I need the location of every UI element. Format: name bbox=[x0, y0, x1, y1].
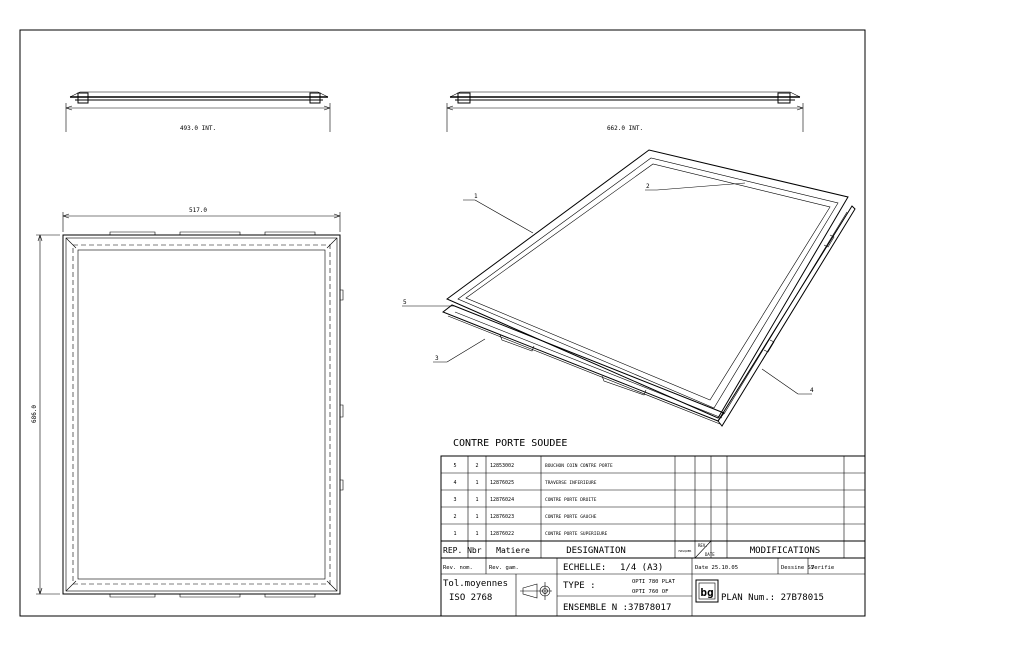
svg-text:TRAVERSE INFERIEURE: TRAVERSE INFERIEURE bbox=[545, 480, 597, 486]
svg-text:5: 5 bbox=[453, 463, 456, 469]
rev-gam: Rev. gam. bbox=[489, 565, 519, 571]
dim-front-height: 686.0 bbox=[31, 405, 38, 423]
svg-text:3: 3 bbox=[453, 497, 456, 503]
verifie-field: Verifie bbox=[811, 565, 834, 571]
svg-text:12876023: 12876023 bbox=[490, 514, 514, 520]
plan-number: PLAN Num.: 27B78015 bbox=[721, 593, 824, 603]
svg-text:1: 1 bbox=[475, 480, 478, 486]
parts-row: 3 1 12876024 CONTRE PORTE DROITE bbox=[453, 497, 596, 503]
top-left-side-view: 493.0 INT. bbox=[65, 91, 331, 132]
parts-row: 1 1 12876022 CONTRE PORTE SUPERIEURE bbox=[453, 531, 607, 537]
header-modifications: MODIFICATIONS bbox=[750, 546, 820, 556]
svg-text:1: 1 bbox=[475, 497, 478, 503]
svg-text:CONTRE PORTE DROITE: CONTRE PORTE DROITE bbox=[545, 497, 597, 503]
callout-4: 4 bbox=[810, 387, 814, 394]
svg-text:1: 1 bbox=[475, 531, 478, 537]
tolerance-line2: ISO 2768 bbox=[449, 593, 492, 603]
type-line2: OPTI 760 OF bbox=[632, 589, 668, 595]
svg-text:2: 2 bbox=[453, 514, 456, 520]
header-tiny: MASQUER bbox=[679, 549, 692, 553]
svg-text:CONTRE PORTE GAUCHE: CONTRE PORTE GAUCHE bbox=[545, 514, 597, 520]
dim-top-left-width: 493.0 INT. bbox=[180, 125, 216, 132]
isometric-view: 1 2 3 4 5 bbox=[402, 149, 856, 427]
top-right-side-view: 662.0 INT. bbox=[446, 91, 804, 132]
type-label: TYPE : bbox=[563, 581, 596, 591]
svg-text:1: 1 bbox=[475, 514, 478, 520]
svg-text:12876024: 12876024 bbox=[490, 497, 514, 503]
header-rev: REV. bbox=[698, 543, 708, 548]
svg-text:1: 1 bbox=[453, 531, 456, 537]
projection-symbol-icon bbox=[520, 582, 552, 600]
svg-text:12853002: 12853002 bbox=[490, 463, 514, 469]
parts-row: 2 1 12876023 CONTRE PORTE GAUCHE bbox=[453, 514, 596, 520]
header-rep-nbr: REP. Nbr bbox=[443, 546, 482, 555]
callout-1: 1 bbox=[474, 193, 478, 200]
svg-text:12876022: 12876022 bbox=[490, 531, 514, 537]
callout-5: 5 bbox=[403, 299, 407, 306]
type-line1: OPTI 780 PLAT bbox=[632, 579, 676, 585]
front-view: 517.0 686.0 bbox=[31, 207, 344, 598]
tolerance-line1: Tol.moyennes bbox=[443, 579, 508, 589]
parts-list-table: 5 2 12853002 BOUCHON COIN CONTRE PORTE 4… bbox=[440, 455, 866, 617]
echelle-value: 1/4 (A3) bbox=[620, 563, 663, 573]
drawing-title: CONTRE PORTE SOUDEE bbox=[453, 438, 567, 449]
dim-front-width: 517.0 bbox=[189, 207, 207, 214]
callout-3: 3 bbox=[435, 355, 439, 362]
callout-2: 2 bbox=[646, 183, 650, 190]
parts-row: 4 1 12876025 TRAVERSE INFERIEURE bbox=[453, 480, 596, 486]
rev-nom: Rev. nom. bbox=[443, 565, 473, 571]
svg-text:CONTRE PORTE SUPERIEURE: CONTRE PORTE SUPERIEURE bbox=[545, 531, 608, 537]
header-designation: DESIGNATION bbox=[566, 546, 626, 556]
ensemble-number: ENSEMBLE N :37B78017 bbox=[563, 603, 671, 613]
drawing-border bbox=[19, 29, 866, 617]
svg-text:12876025: 12876025 bbox=[490, 480, 514, 486]
date-field: Date 25.10.05 bbox=[695, 565, 738, 571]
header-matiere: Matiere bbox=[496, 546, 530, 555]
dim-top-right-width: 662.0 INT. bbox=[607, 125, 643, 132]
svg-text:4: 4 bbox=[453, 480, 456, 486]
bg-logo: bg bbox=[695, 579, 719, 603]
header-date: DATE bbox=[705, 552, 715, 557]
svg-text:2: 2 bbox=[475, 463, 478, 469]
dessine-field: Dessine SJ bbox=[781, 565, 814, 571]
echelle-label: ECHELLE: bbox=[563, 563, 606, 573]
svg-text:bg: bg bbox=[700, 586, 713, 599]
svg-text:BOUCHON COIN CONTRE PORTE: BOUCHON COIN CONTRE PORTE bbox=[545, 463, 613, 469]
parts-row: 5 2 12853002 BOUCHON COIN CONTRE PORTE bbox=[453, 463, 613, 469]
